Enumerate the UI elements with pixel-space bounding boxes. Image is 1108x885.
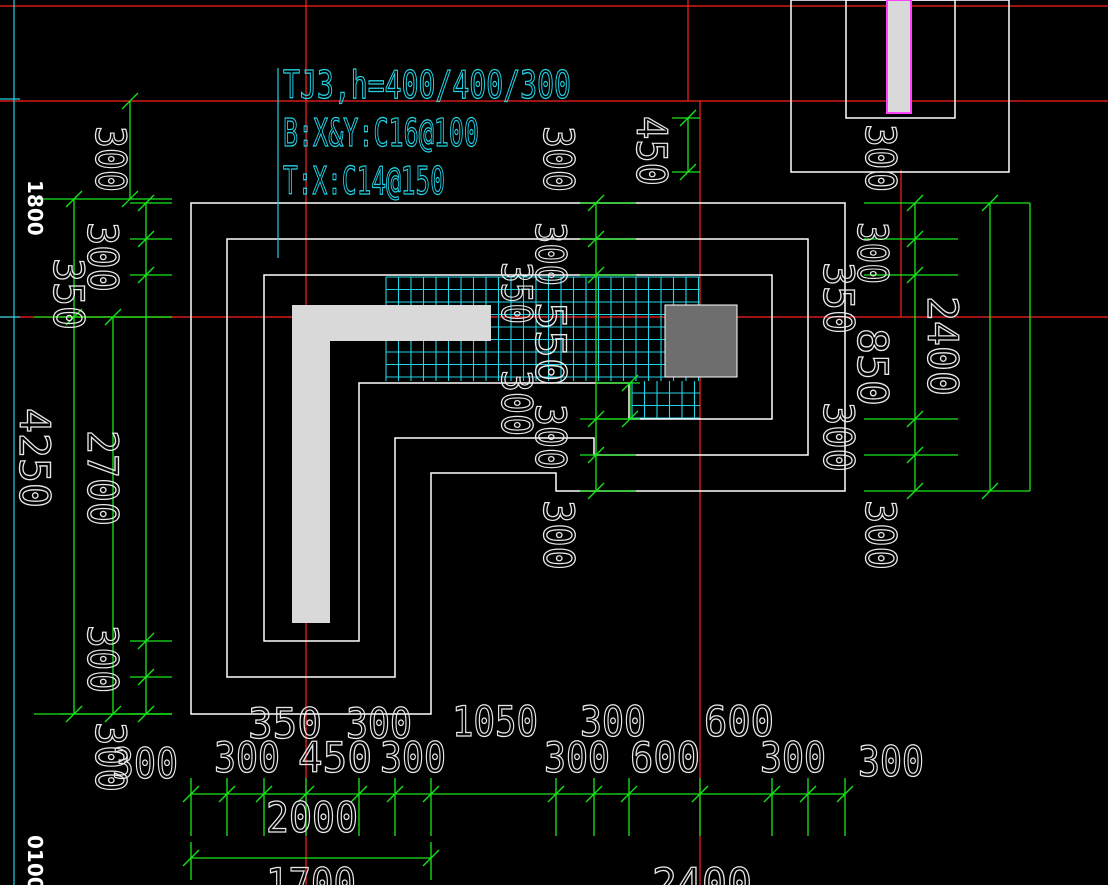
dim-label-2000: 2000 (266, 793, 358, 842)
left-boundary (0, 0, 20, 885)
upper-footing-inner (845, 0, 956, 119)
dim-label-top-300-right: 300 (856, 124, 905, 192)
dimension-lines (34, 92, 1031, 880)
dim-label-1800: 1800 (23, 180, 47, 236)
dim-label-right-300: 300 (848, 222, 897, 284)
horizontal-labels: 350 300 1050 300 600 300 300 450 300 300… (111, 696, 924, 885)
dim-label-row2-600: 600 (630, 733, 700, 782)
dim-label-mid-300-d: 300 (534, 500, 583, 570)
rotated-labels: 300 300 450 300 1800 300 350 4250 2700 3… (9, 115, 967, 885)
dim-label-mid-550: 550 (526, 302, 575, 386)
dim-tick (121, 190, 139, 208)
dim-label-2400-vertical: 2400 (918, 296, 967, 396)
dim-label-1700: 1700 (266, 859, 356, 885)
dim-label-left-300-lower: 300 (78, 625, 127, 693)
upper-footing-outer (790, 0, 1010, 173)
dim-label-right-350: 350 (814, 262, 863, 334)
dim-label-right-300-c: 300 (856, 500, 905, 570)
dim-label-top-300-mid: 300 (534, 126, 583, 192)
dim-label-4250: 4250 (10, 408, 59, 508)
annotation-bottom-rebar: B:X&Y:C16@100 (283, 111, 479, 155)
dim-label-left-350: 350 (44, 258, 93, 330)
dim-label-bot-300-b: 300 (580, 697, 646, 746)
dim-label-left-300-bottom: 300 (86, 722, 135, 792)
dim-label-2400-horizontal: 2400 (652, 859, 752, 885)
dim-label-2700: 2700 (78, 430, 127, 526)
dim-label-right-850: 850 (848, 328, 897, 406)
dim-label-bot-300: 300 (346, 699, 412, 748)
annotation-top-rebar: T:X:C14@150 (283, 159, 445, 203)
column-square[interactable] (664, 304, 738, 378)
dim-label-mid-300-c: 300 (526, 404, 575, 470)
dim-label-row2-300-b: 300 (214, 733, 280, 782)
dim-label-row2-300-e: 300 (760, 733, 826, 782)
dim-label-top-300-left: 300 (86, 126, 135, 192)
dim-label-mid-350: 350 (492, 262, 541, 324)
dim-label-bot-600: 600 (704, 697, 774, 746)
dim-label-0100: 0100 (23, 835, 47, 885)
dim-label-bot-350: 350 (248, 699, 322, 748)
dim-label-right-300-b: 300 (814, 402, 863, 472)
dim-label-row2-300-c: 300 (380, 733, 446, 782)
dim-label-bot-1050: 1050 (452, 697, 538, 746)
dim-label-row2-300-a: 300 (112, 739, 178, 788)
dim-label-mid-300-b: 300 (492, 370, 541, 436)
dim-label-mid-300: 300 (526, 222, 575, 286)
l-shaped-wall[interactable] (292, 305, 491, 623)
footing-step-outer (190, 202, 846, 715)
dim-label-row2-300-f: 300 (858, 737, 924, 786)
upper-wall-strip[interactable] (886, 0, 912, 114)
footing-step-middle (226, 238, 809, 678)
annotation-footing-spec: TJ3,h=400/400/300 (283, 63, 571, 107)
dim-tick (121, 92, 139, 110)
dim-label-left-300: 300 (78, 222, 127, 292)
dim-label-row2-450: 450 (298, 733, 372, 782)
dim-label-top-450: 450 (627, 116, 676, 186)
dim-label-row2-300-d: 300 (544, 733, 610, 782)
